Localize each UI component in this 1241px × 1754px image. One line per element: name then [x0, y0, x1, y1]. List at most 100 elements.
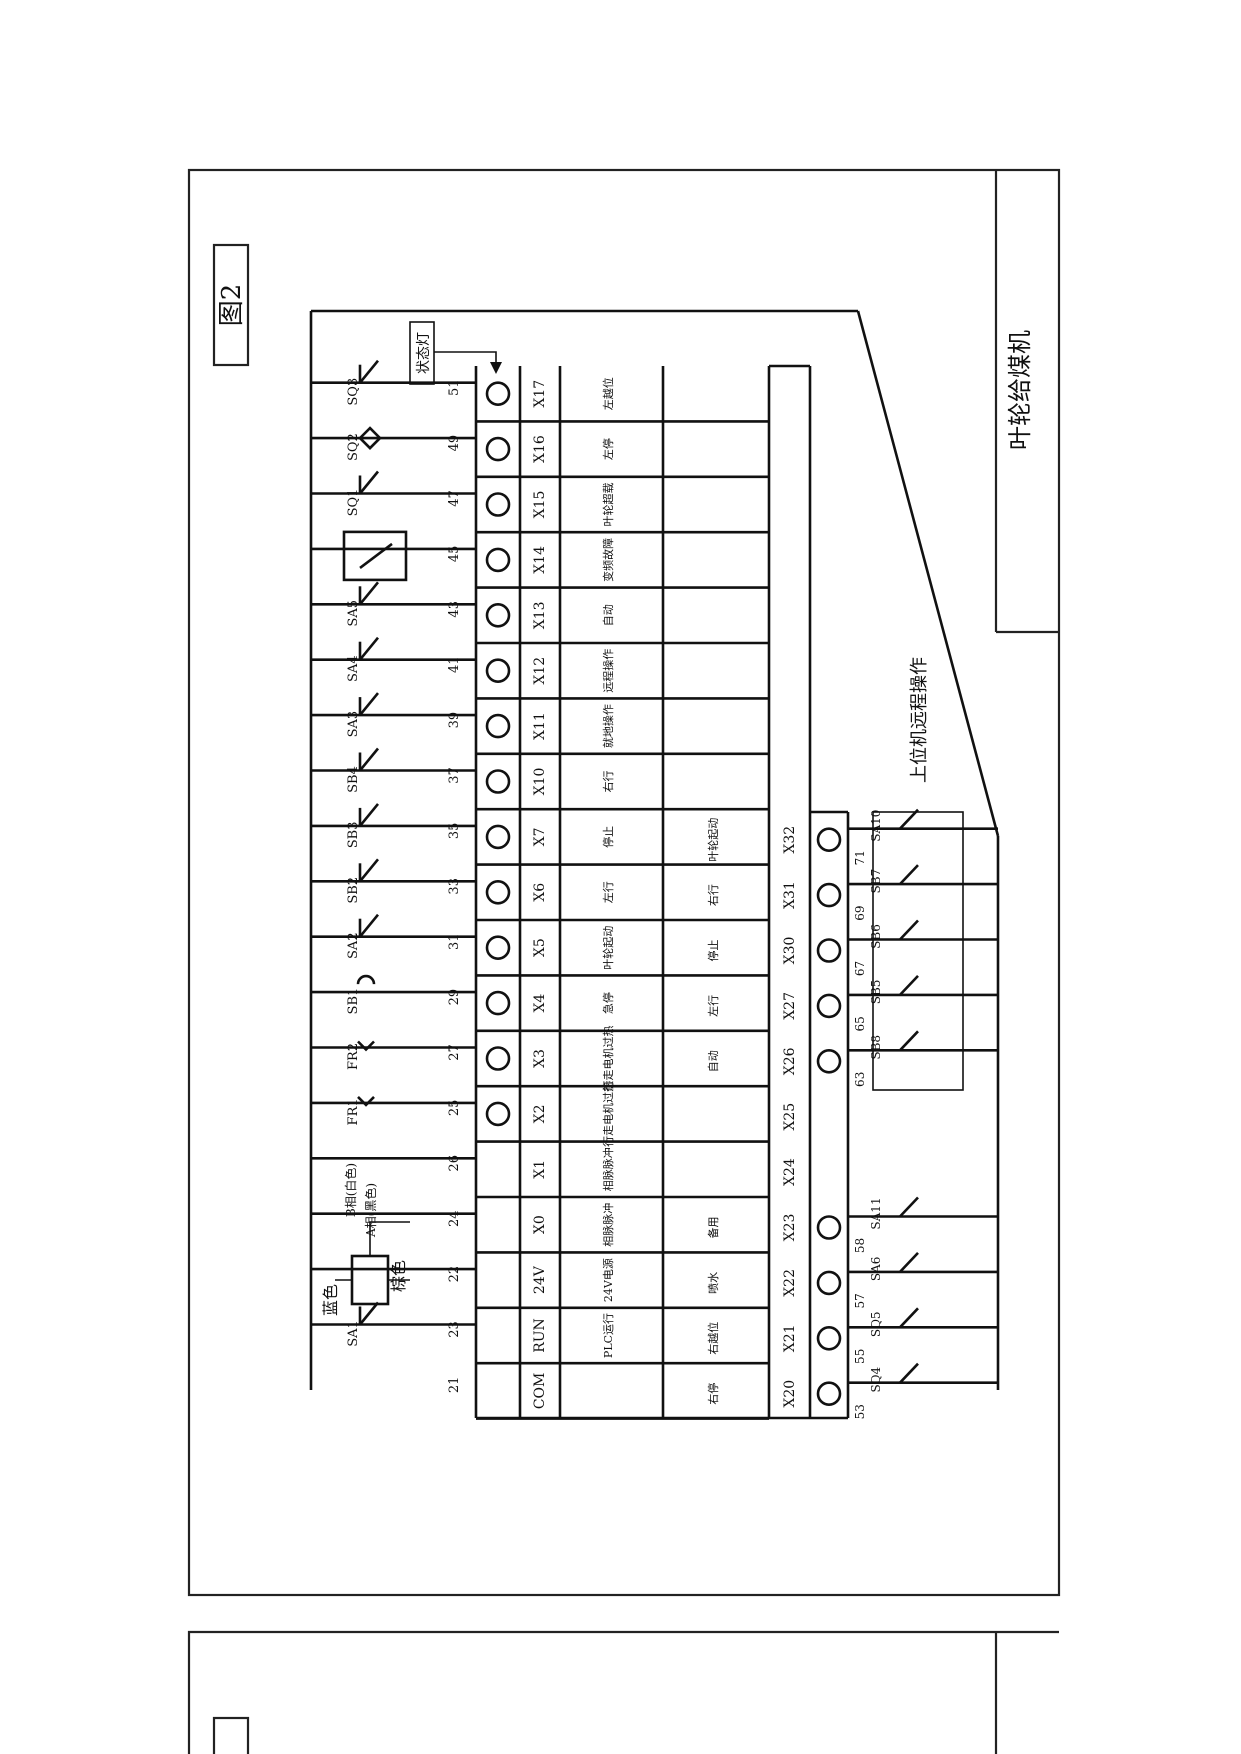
- svg-text:叶轮起动: 叶轮起动: [601, 926, 615, 970]
- switch-contact-icon: [899, 1252, 919, 1273]
- lower-column-X24: X24: [782, 1158, 798, 1186]
- plc-input-label: X26: [782, 1047, 798, 1075]
- switch-contact-icon: [358, 747, 380, 772]
- wire-number: 37: [447, 767, 462, 784]
- figure-label: 图2: [217, 284, 247, 327]
- input-description: 停止: [601, 826, 615, 848]
- plc-input-label: X22: [782, 1269, 798, 1297]
- svg-text:变频故障: 变频故障: [601, 538, 615, 582]
- svg-text:停止: 停止: [601, 826, 615, 848]
- input-description: 喷水: [707, 1272, 720, 1294]
- terminal-screw-icon: [816, 993, 842, 1019]
- plc-input-label: X14: [532, 546, 548, 574]
- plc-input-label: X25: [782, 1103, 798, 1131]
- svg-text:自动: 自动: [602, 604, 615, 626]
- device-label: FR1: [346, 1098, 361, 1125]
- wire-number: 71: [853, 850, 867, 865]
- thermal-relay-icon: [357, 1040, 375, 1052]
- device-label: SQ2: [346, 433, 361, 461]
- svg-text:右行: 右行: [601, 771, 615, 793]
- input-description: 叶轮起动: [601, 926, 615, 970]
- plc-input-label: X31: [782, 881, 798, 909]
- input-description: 急停: [601, 992, 615, 1014]
- wire-number: 69: [853, 905, 867, 920]
- upper-column-X0: 24 X0 相脉脉冲: [311, 1203, 769, 1254]
- input-description: 右停: [706, 1383, 720, 1405]
- limit-switch-icon: [358, 426, 382, 450]
- plc-input-label: X20: [782, 1380, 798, 1408]
- input-description: 左越位: [601, 377, 615, 410]
- plc-input-label: X21: [782, 1324, 798, 1352]
- device-label: SA11: [869, 1197, 883, 1229]
- bus-wiring: [309, 309, 1000, 1390]
- next-page-frame: [187, 1630, 1059, 1754]
- plc-input-label: X7: [532, 827, 548, 846]
- device-label: SA6: [869, 1257, 883, 1282]
- input-description: 相脉脉冲: [601, 1203, 615, 1247]
- input-description: 行走电机过热: [601, 1026, 615, 1092]
- wire-number: 39: [447, 712, 462, 729]
- switch-contact-icon: [358, 636, 380, 661]
- wire-number: 65: [853, 1016, 867, 1031]
- plc-input-label: X0: [532, 1215, 548, 1234]
- switch-contact-icon: [899, 919, 919, 941]
- device-label: SB1: [346, 988, 361, 1015]
- side-title: 叶轮给煤机: [1006, 330, 1034, 450]
- input-description: 叶轮超载: [601, 483, 615, 527]
- terminal-screw-icon: [816, 1270, 842, 1296]
- device-label: FR2: [346, 1043, 361, 1070]
- wire-number: 43: [447, 601, 462, 618]
- figure-label-box: [212, 243, 250, 367]
- switch-contact-icon: [358, 803, 380, 827]
- terminal-screw-icon: [816, 938, 842, 963]
- plc-input-label: COM: [532, 1373, 548, 1410]
- wire-number: 23: [447, 1321, 462, 1338]
- encoder-leads: [335, 1221, 410, 1281]
- device-label: SA10: [869, 810, 883, 842]
- device-label: SQ5: [869, 1311, 883, 1337]
- wire-number: 21: [447, 1377, 462, 1394]
- terminal-screw-icon: [485, 824, 511, 850]
- plc-input-label: X1: [532, 1160, 548, 1179]
- upper-column-COM: 21 COM: [447, 1373, 769, 1420]
- input-description: 远程操作: [601, 649, 615, 693]
- b-phase-label: B相(白色): [343, 1163, 358, 1217]
- svg-text:左越位: 左越位: [601, 377, 615, 410]
- wire-number: 31: [447, 933, 462, 950]
- wire-number: 49: [447, 435, 462, 452]
- terminal-screw-icon: [816, 1215, 842, 1240]
- wire-number: 47: [447, 490, 462, 507]
- wire-number: 33: [447, 878, 462, 895]
- wire-number: 57: [853, 1293, 867, 1308]
- terminal-screw-icon: [485, 436, 511, 462]
- emergency-stop-icon: [356, 974, 376, 985]
- terminal-screw-icon: [485, 492, 511, 517]
- switch-contact-icon: [899, 1362, 919, 1384]
- plc-input-label: X15: [532, 491, 548, 519]
- terminal-screw-icon: [816, 1381, 842, 1406]
- wire-number: 24: [447, 1210, 462, 1227]
- plc-input-label: X24: [782, 1158, 798, 1186]
- svg-text:行走电机过热: 行走电机过热: [601, 1026, 615, 1092]
- device-label: SB6: [869, 924, 883, 949]
- device-label: SB3: [346, 822, 361, 849]
- wire-number: 45: [447, 546, 462, 563]
- wire-number: 35: [447, 823, 462, 840]
- plc-input-label: X11: [532, 712, 548, 740]
- terminal-screw-icon: [485, 658, 511, 684]
